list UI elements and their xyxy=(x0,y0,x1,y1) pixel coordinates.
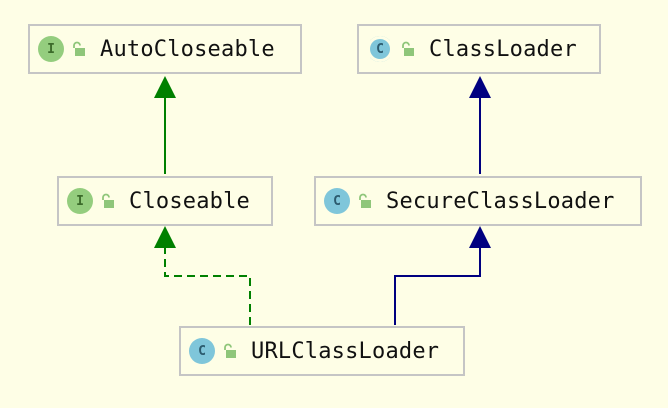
unlocked-public-icon xyxy=(224,343,236,358)
edge-closeable-extends-autocloseable xyxy=(154,76,176,174)
node-label-secureclassloader: SecureClassLoader xyxy=(386,188,615,214)
unlocked-public-icon xyxy=(102,193,114,208)
abstract-class-icon: C xyxy=(367,36,393,62)
edge-urlclassloader-extends-secureclassloader xyxy=(394,226,491,325)
node-secureclassloader[interactable]: C SecureClassLoader xyxy=(314,176,642,226)
edge-urlclassloader-implements-closeable xyxy=(154,226,251,325)
node-urlclassloader[interactable]: C URLClassLoader xyxy=(179,326,465,376)
edge-secureclassloader-extends-classloader xyxy=(469,76,491,174)
interface-icon: I xyxy=(38,36,64,62)
node-label-classloader: ClassLoader xyxy=(429,36,577,62)
node-closeable[interactable]: I Closeable xyxy=(57,176,273,226)
class-icon: C xyxy=(324,188,350,214)
unlocked-public-icon xyxy=(73,41,85,56)
node-label-closeable: Closeable xyxy=(129,188,251,214)
node-label-autocloseable: AutoCloseable xyxy=(100,36,275,62)
node-label-urlclassloader: URLClassLoader xyxy=(251,338,440,364)
arrowhead-secureclassloader xyxy=(469,226,491,248)
unlocked-public-icon xyxy=(359,193,371,208)
arrowhead-closeable xyxy=(154,226,176,248)
interface-icon: I xyxy=(67,188,93,214)
node-autocloseable[interactable]: I AutoCloseable xyxy=(28,24,302,74)
arrowhead-classloader xyxy=(469,76,491,98)
class-icon: C xyxy=(189,338,215,364)
unlocked-public-icon xyxy=(402,41,414,56)
arrowhead-autocloseable xyxy=(154,76,176,98)
node-classloader[interactable]: C ClassLoader xyxy=(357,24,601,74)
